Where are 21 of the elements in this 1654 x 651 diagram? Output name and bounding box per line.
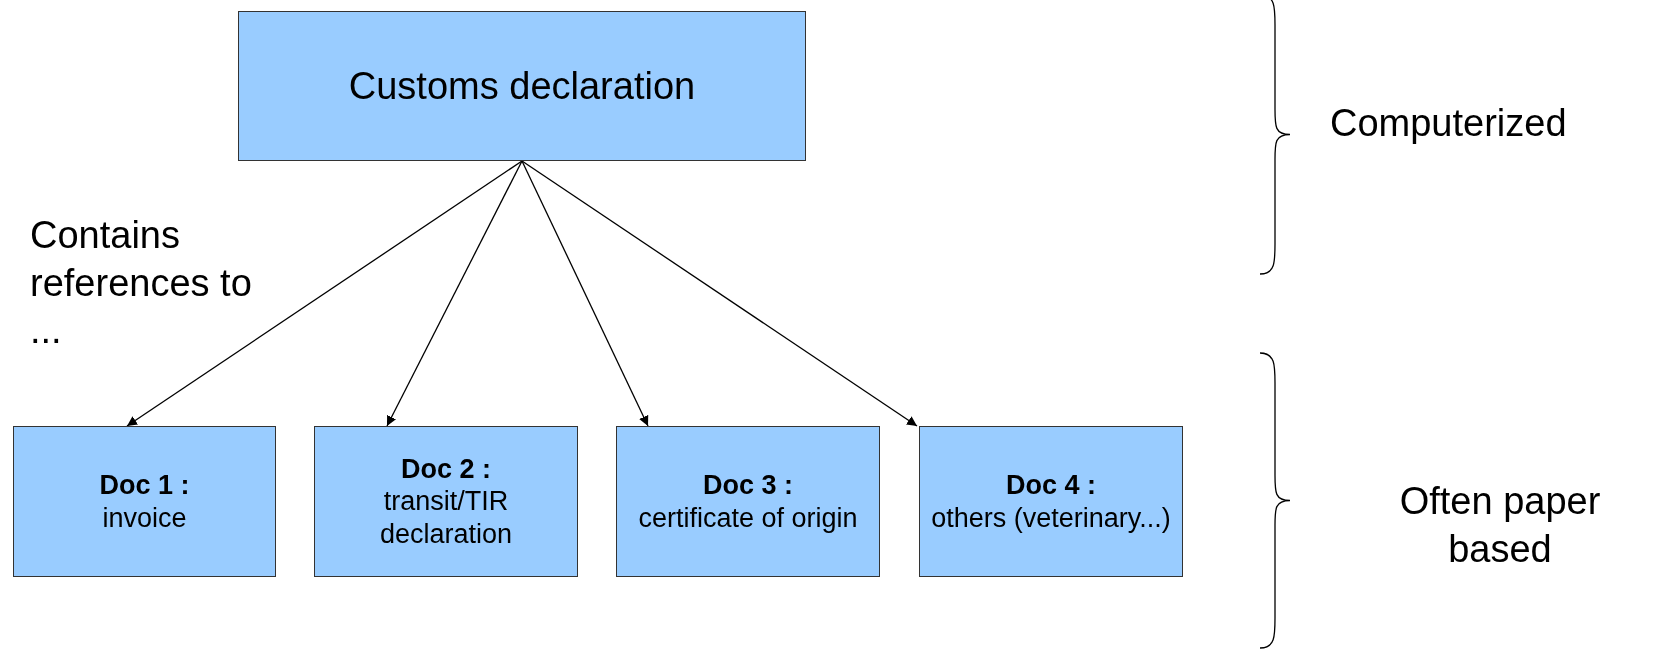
annotation-text: Contains references to ... <box>30 213 253 353</box>
brace-label: Often paper based <box>1398 479 1602 572</box>
document-title: Doc 1 : <box>99 469 190 502</box>
document-box <box>314 426 578 577</box>
document-description: certificate of origin <box>638 501 858 534</box>
arrow <box>386 160 523 427</box>
document-box <box>616 426 880 577</box>
arrow <box>521 160 918 427</box>
document-title: Doc 3 : <box>703 469 793 502</box>
arrow <box>126 160 523 427</box>
document-description: transit/TIR declaration <box>378 485 514 551</box>
document-box <box>13 426 276 577</box>
document-title: Doc 2 : <box>401 452 491 486</box>
document-box <box>919 426 1183 577</box>
document-description: others (veterinary...) <box>931 501 1171 534</box>
document-description: invoice <box>102 501 187 534</box>
brace-label: Computerized <box>1330 101 1568 146</box>
document-title: Doc 4 : <box>1006 469 1096 502</box>
arrow <box>521 160 649 427</box>
box-title: Customs declaration <box>348 64 696 108</box>
declaration-box <box>238 11 806 161</box>
